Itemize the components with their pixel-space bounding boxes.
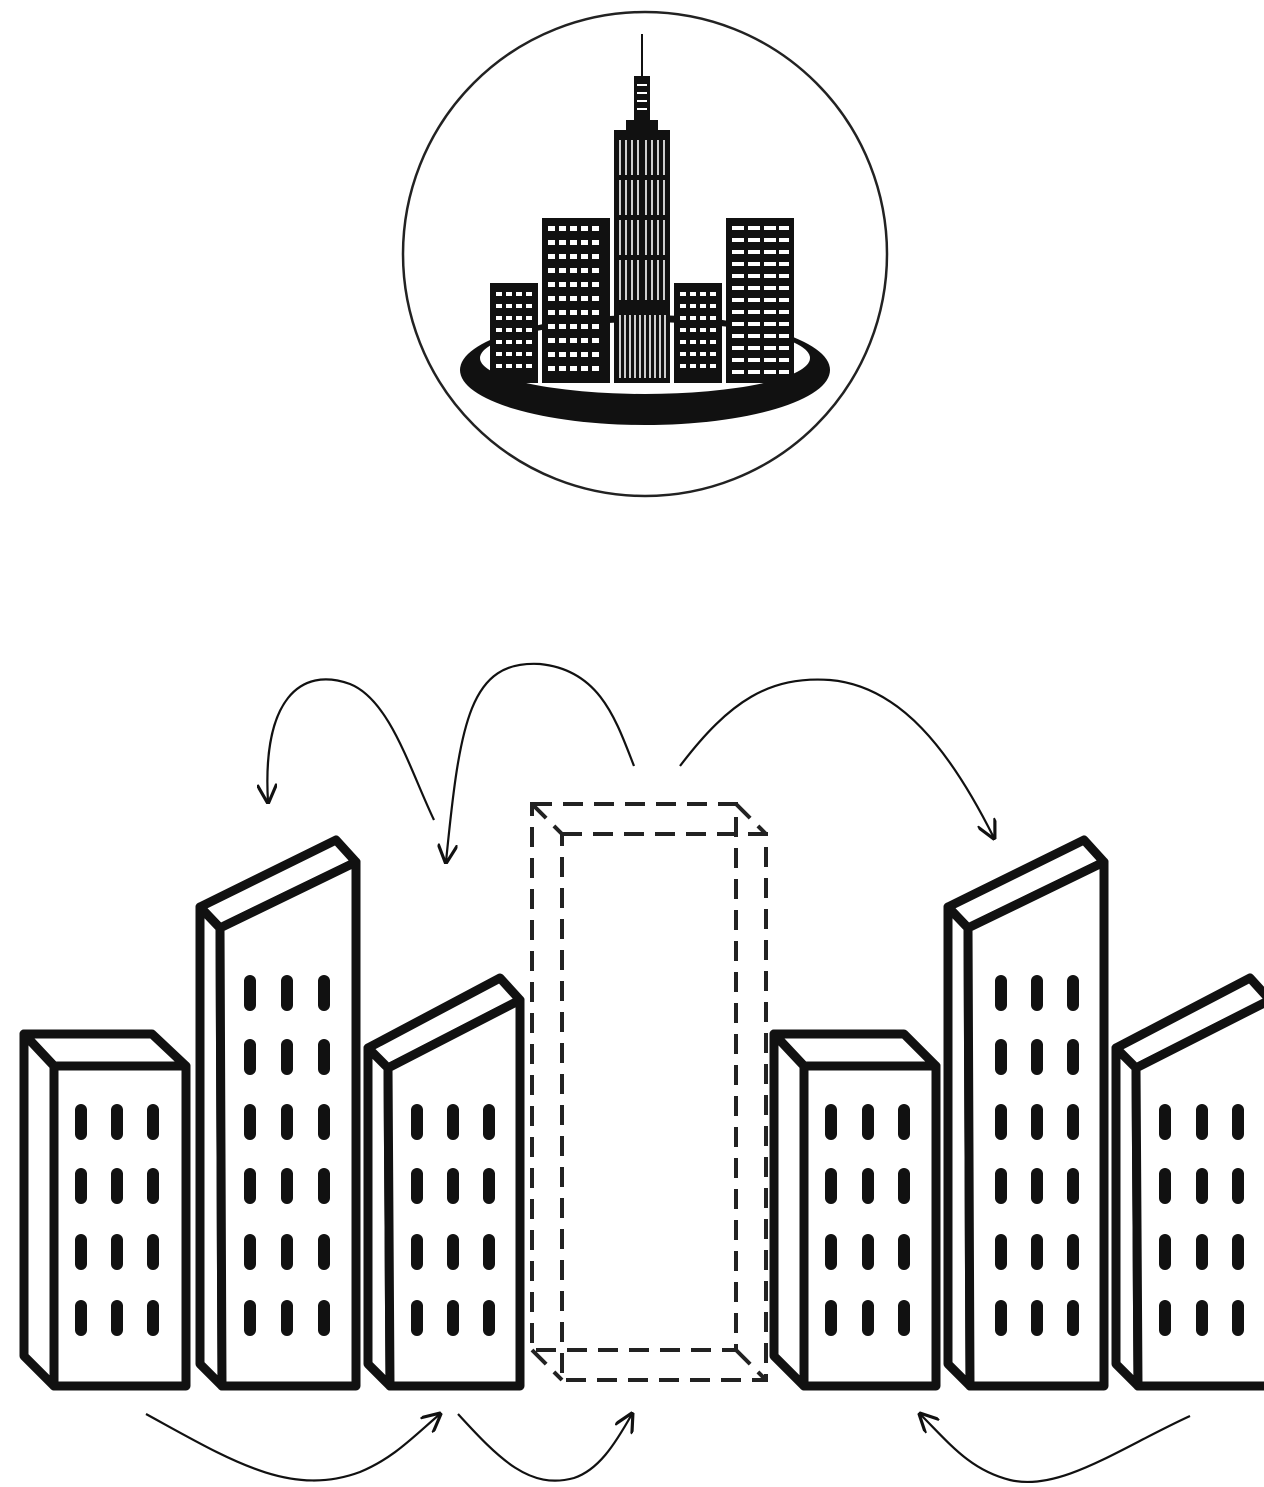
building-3	[368, 978, 520, 1386]
buildings-row	[24, 840, 1264, 1386]
building-6	[1116, 978, 1264, 1386]
curved-arrow-icon	[680, 680, 994, 838]
logo-building-right-tall	[726, 218, 794, 383]
curved-arrow-icon	[267, 679, 434, 820]
curved-arrow-icon	[920, 1414, 1190, 1482]
building-5	[948, 840, 1104, 1386]
building-2	[200, 840, 356, 1386]
curved-arrow-icon	[458, 1414, 632, 1481]
building-1	[24, 1034, 186, 1386]
city-logo	[403, 12, 887, 496]
logo-building-right-small	[674, 283, 722, 383]
logo-building-left-small	[490, 283, 538, 383]
building-4	[774, 1034, 936, 1386]
building-gap-placeholder	[532, 804, 766, 1380]
curved-arrow-icon	[146, 1414, 440, 1480]
logo-building-left-tall	[542, 218, 610, 383]
